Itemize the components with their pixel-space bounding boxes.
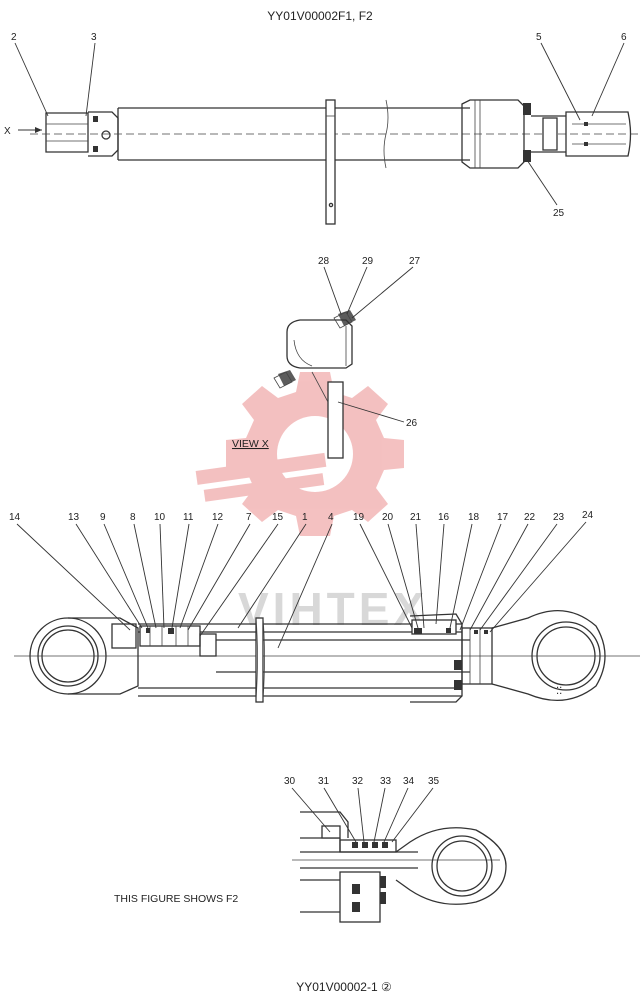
callout-18: 18: [468, 512, 480, 523]
callout-24: 24: [582, 510, 594, 521]
callout-31: 31: [318, 776, 330, 787]
page-title: YY01V00002F1, F2: [267, 9, 373, 23]
callout-25: 25: [553, 208, 565, 219]
callout-30: 30: [284, 776, 296, 787]
callout-9: 9: [100, 512, 106, 523]
f2-detail-view: [292, 811, 507, 923]
callout-4: 4: [328, 512, 334, 523]
top-cylinder-view: [30, 99, 640, 225]
section-callouts: 14 13 9 8 10 11 12 7 15 1 4 19 20 21 16 …: [9, 510, 594, 649]
callout-23: 23: [553, 512, 565, 523]
callout-14: 14: [9, 512, 21, 523]
callout-20: 20: [382, 512, 394, 523]
view-x-arrow: X: [4, 126, 42, 137]
callout-29: 29: [362, 256, 374, 267]
watermark-logo: [195, 372, 404, 536]
svg-text:⁚⁚: ⁚⁚: [556, 686, 562, 697]
view-x-callouts: 28 29 27 26: [318, 256, 421, 429]
callout-1: 1: [302, 512, 308, 523]
footer-code: YY01V00002-1 ②: [296, 980, 392, 994]
callout-5: 5: [536, 32, 542, 43]
view-x-label: VIEW X: [232, 438, 269, 450]
callout-6: 6: [621, 32, 627, 43]
svg-text:X: X: [4, 126, 11, 137]
top-callouts: 2 3 5 6 25: [11, 32, 627, 219]
callout-8: 8: [130, 512, 136, 523]
callout-26: 26: [406, 418, 418, 429]
callout-34: 34: [403, 776, 415, 787]
callout-33: 33: [380, 776, 392, 787]
callout-16: 16: [438, 512, 450, 523]
callout-19: 19: [353, 512, 365, 523]
callout-7: 7: [246, 512, 252, 523]
callout-3: 3: [91, 32, 97, 43]
callout-15: 15: [272, 512, 284, 523]
callout-32: 32: [352, 776, 364, 787]
callout-11: 11: [183, 512, 194, 523]
callout-17: 17: [497, 512, 509, 523]
callout-2: 2: [11, 32, 17, 43]
callout-21: 21: [410, 512, 422, 523]
section-cylinder-view: ⁚⁚: [14, 610, 640, 703]
watermark-text: VIHTEX: [238, 583, 428, 635]
callout-27: 27: [409, 256, 421, 267]
callout-28: 28: [318, 256, 330, 267]
callout-12: 12: [212, 512, 224, 523]
callout-10: 10: [154, 512, 166, 523]
figure-note: THIS FIGURE SHOWS F2: [114, 893, 238, 905]
callout-22: 22: [524, 512, 536, 523]
view-x-detail: [273, 310, 356, 459]
callout-13: 13: [68, 512, 80, 523]
callout-35: 35: [428, 776, 440, 787]
f2-callouts: 30 31 32 33 34 35: [284, 776, 440, 843]
